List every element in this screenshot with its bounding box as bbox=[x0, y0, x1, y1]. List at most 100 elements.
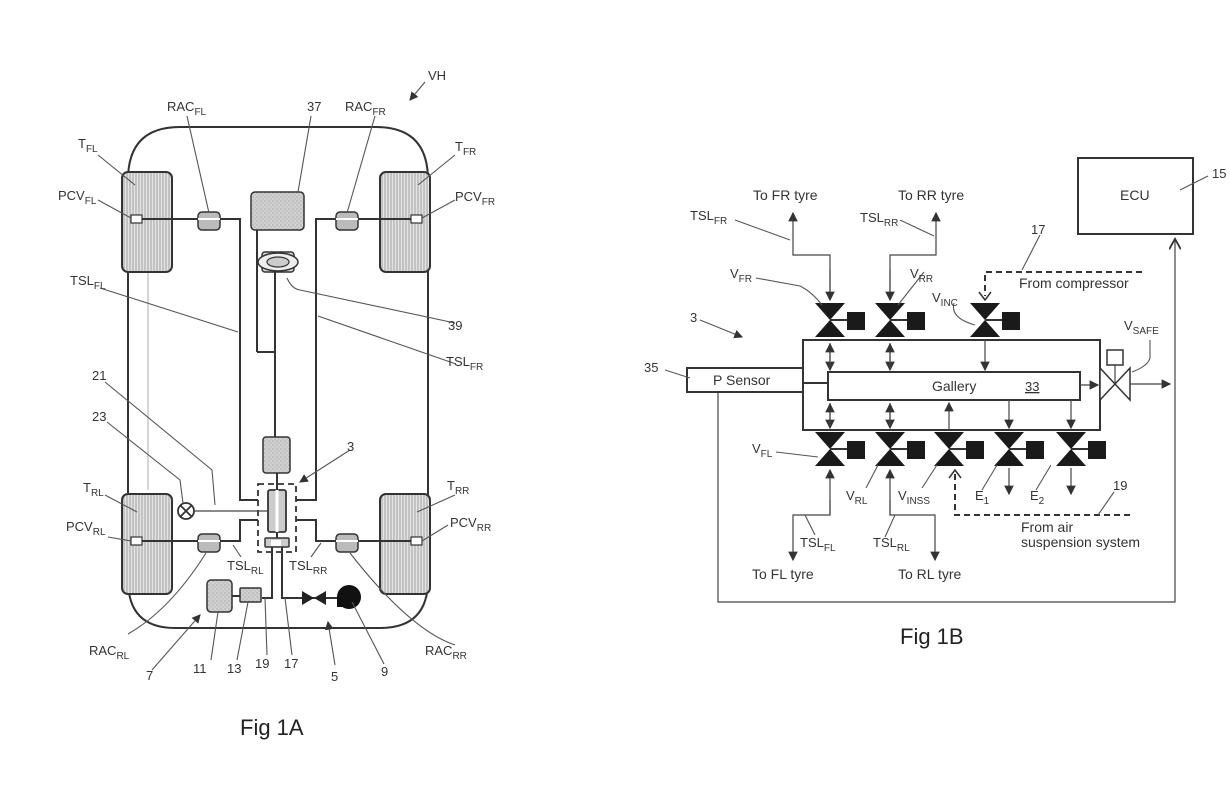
gallery-box bbox=[827, 371, 1081, 401]
ecu-box-fig1a bbox=[262, 436, 291, 474]
valve-v-inss bbox=[934, 432, 984, 466]
label-from-air-1: From air bbox=[1021, 519, 1073, 535]
valve-v-rr bbox=[875, 303, 925, 337]
valve-v-fr bbox=[815, 303, 865, 337]
label-to-rl-tyre: To RL tyre bbox=[898, 566, 961, 582]
tyre-front-left bbox=[121, 171, 173, 273]
pcv-rl bbox=[130, 536, 143, 546]
label-rac-fr: RACFR bbox=[345, 99, 386, 118]
control-unit-3-boundary bbox=[257, 483, 297, 553]
label-v-inss: VINSS bbox=[898, 488, 930, 507]
component-11 bbox=[206, 579, 233, 613]
check-valve bbox=[302, 591, 326, 605]
label-to-fl-tyre: To FL tyre bbox=[752, 566, 814, 582]
fig-1a-vehicle-diagram: VH RACFL 37 RACFR TFL TFR PCVFL PCVFR TS… bbox=[58, 68, 495, 740]
label-tsl-rl-b: TSLRL bbox=[873, 535, 910, 554]
label-23: 23 bbox=[92, 409, 106, 424]
caption-fig-1a: Fig 1A bbox=[240, 715, 304, 740]
label-to-rr-tyre: To RR tyre bbox=[898, 187, 964, 203]
label-17b: 17 bbox=[1031, 222, 1045, 237]
label-5: 5 bbox=[331, 669, 338, 684]
valve-e1 bbox=[994, 432, 1044, 466]
gallery-ref-33: 33 bbox=[1025, 379, 1039, 394]
tyre-rear-right bbox=[379, 493, 431, 595]
label-9: 9 bbox=[381, 664, 388, 679]
label-pcv-rr: PCVRR bbox=[450, 515, 491, 534]
fig-1a-leaders bbox=[97, 81, 457, 671]
component-37 bbox=[250, 191, 305, 231]
label-pcv-fr: PCVFR bbox=[455, 189, 495, 208]
rac-fl bbox=[197, 211, 221, 231]
tsl-rr-line bbox=[296, 519, 411, 542]
ecu-feedback-line bbox=[717, 240, 1175, 603]
label-v-safe: VSAFE bbox=[1124, 318, 1159, 337]
label-19: 19 bbox=[255, 656, 269, 671]
label-from-compressor: From compressor bbox=[1019, 275, 1129, 291]
label-tsl-rr: TSLRR bbox=[289, 558, 327, 577]
label-19b: 19 bbox=[1113, 478, 1127, 493]
label-t-fl: TFL bbox=[78, 136, 98, 155]
label-pcv-rl: PCVRL bbox=[66, 519, 106, 538]
component-39 bbox=[257, 251, 299, 273]
ecu-label: ECU bbox=[1120, 187, 1150, 203]
label-tsl-fr: TSLFR bbox=[446, 354, 483, 373]
label-17: 17 bbox=[284, 656, 298, 671]
label-rac-rl: RACRL bbox=[89, 643, 130, 662]
label-t-rr: TRR bbox=[447, 478, 469, 497]
tsl-fl-line bbox=[142, 218, 258, 501]
label-to-fr-tyre: To FR tyre bbox=[753, 187, 818, 203]
tyre-rear-left bbox=[121, 493, 173, 595]
label-v-fr: VFR bbox=[730, 266, 752, 285]
from-air-suspension-line-19 bbox=[954, 474, 1130, 516]
rac-fr bbox=[335, 211, 359, 231]
label-35: 35 bbox=[644, 360, 658, 375]
label-13: 13 bbox=[227, 661, 241, 676]
label-v-inc: VINC bbox=[932, 290, 958, 309]
valve-v-rl bbox=[875, 432, 925, 466]
label-21: 21 bbox=[92, 368, 106, 383]
label-e1: E1 bbox=[975, 488, 990, 507]
label-11: 11 bbox=[193, 661, 207, 676]
pcv-fl bbox=[130, 214, 143, 224]
label-3: 3 bbox=[347, 439, 354, 454]
label-15: 15 bbox=[1212, 166, 1226, 181]
rac-rl bbox=[197, 533, 221, 553]
label-e2: E2 bbox=[1030, 488, 1045, 507]
from-compressor-line-17 bbox=[984, 271, 1142, 296]
sensor-23 bbox=[177, 502, 195, 520]
tsl-fr-line bbox=[296, 218, 411, 501]
label-v-rl: VRL bbox=[846, 488, 868, 507]
label-7: 7 bbox=[146, 668, 153, 683]
valve-v-fl bbox=[815, 432, 865, 466]
caption-fig-1b: Fig 1B bbox=[900, 624, 964, 649]
label-39: 39 bbox=[448, 318, 462, 333]
label-tsl-fl-b: TSLFL bbox=[800, 535, 836, 554]
label-v-fl: VFL bbox=[752, 441, 773, 460]
label-tsl-fl: TSLFL bbox=[70, 273, 106, 292]
pcv-rr bbox=[410, 536, 423, 546]
p-sensor-label: P Sensor bbox=[713, 372, 771, 388]
label-tsl-rr-b: TSLRR bbox=[860, 210, 898, 229]
compressor-9 bbox=[337, 585, 361, 609]
label-37: 37 bbox=[307, 99, 321, 114]
pcv-fr bbox=[410, 214, 423, 224]
vehicle-body-outline bbox=[127, 126, 429, 629]
label-tsl-fr-b: TSLFR bbox=[690, 208, 727, 227]
label-pcv-fl: PCVFL bbox=[58, 188, 97, 207]
label-t-rl: TRL bbox=[83, 480, 104, 499]
tyre-front-right bbox=[379, 171, 431, 273]
label-tsl-rl: TSLRL bbox=[227, 558, 264, 577]
label-from-air-2: suspension system bbox=[1021, 534, 1140, 550]
p-sensor-box bbox=[686, 367, 804, 393]
valve-e2 bbox=[1056, 432, 1106, 466]
component-13 bbox=[239, 587, 262, 603]
label-rac-fl: RACFL bbox=[167, 99, 207, 118]
safety-valve bbox=[1099, 349, 1131, 402]
rac-rr bbox=[335, 533, 359, 553]
fig-1b-control-unit-diagram: ECU 15 Gallery 33 P Sensor 35 3 VSAFE bbox=[644, 157, 1226, 649]
label-vh: VH bbox=[428, 68, 446, 83]
label-rac-rr: RACRR bbox=[425, 643, 467, 662]
label-3b: 3 bbox=[690, 310, 697, 325]
tsl-rl-line bbox=[142, 519, 258, 542]
